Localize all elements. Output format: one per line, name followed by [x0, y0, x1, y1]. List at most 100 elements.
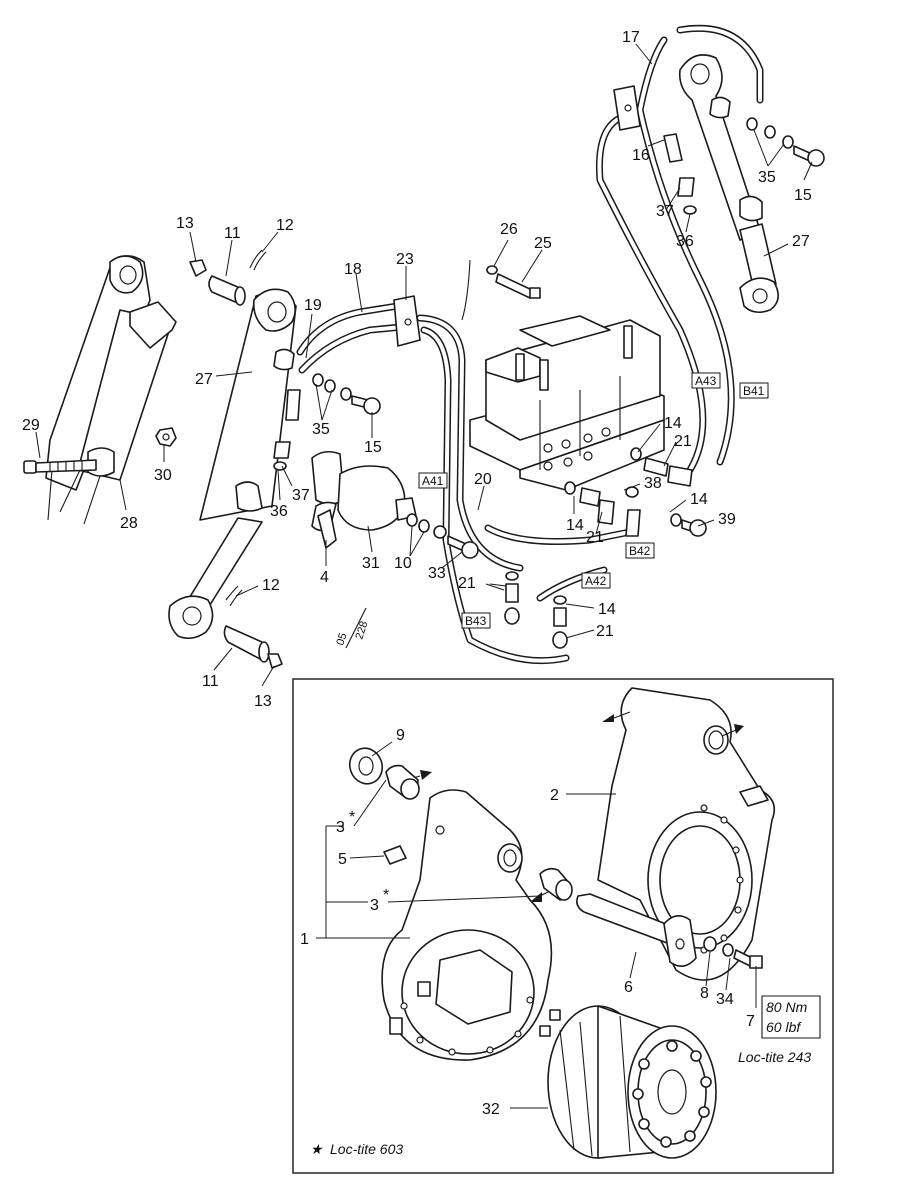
label-11: 11 — [224, 225, 241, 242]
note-loctite-243: Loc-tite 243 — [738, 1049, 811, 1065]
label-25: 25 — [534, 235, 552, 252]
svg-text:A41: A41 — [422, 474, 444, 488]
label-12: 12 — [276, 217, 294, 234]
label-10: 10 — [394, 555, 412, 572]
label-23: 23 — [396, 251, 414, 268]
inset-frame — [292, 678, 834, 1174]
label-14: 14 — [664, 415, 682, 432]
washer-9 — [348, 747, 384, 785]
grease-screw-5 — [383, 845, 407, 865]
arm-1 — [381, 789, 553, 1061]
bolt-13-bottom — [267, 653, 283, 669]
fasteners-8-34-7 — [703, 936, 763, 969]
label-27: 27 — [792, 233, 810, 250]
label-14: 14 — [566, 517, 584, 534]
label-28: 28 — [120, 515, 138, 532]
svg-text:05: 05 — [334, 632, 349, 647]
svg-text:A42: A42 — [585, 574, 607, 588]
label-8: 8 — [700, 985, 709, 1002]
label-21: 21 — [674, 433, 692, 450]
label-38: 38 — [644, 475, 662, 492]
label-21: 21 — [586, 529, 604, 546]
label-16: 16 — [632, 147, 650, 164]
hydraulic-cylinder-center — [168, 288, 297, 640]
label-37: 37 — [656, 203, 674, 220]
label-20: 20 — [474, 471, 492, 488]
label-1: 1 — [300, 931, 309, 948]
note-loctite-603-star: ★ — [310, 1141, 324, 1157]
label-34: 34 — [716, 991, 734, 1008]
torque-nm: 80 Nm — [766, 999, 808, 1015]
label-14: 14 — [690, 491, 708, 508]
torque-lbf: 60 lbf — [766, 1019, 802, 1035]
pin-6 — [576, 893, 697, 967]
label-11: 11 — [202, 673, 219, 690]
svg-text:B41: B41 — [743, 384, 765, 398]
bolt-13-top — [189, 259, 207, 277]
label-29: 29 — [22, 417, 40, 434]
label-37: 37 — [292, 487, 310, 504]
bushing-3-upper — [385, 764, 420, 800]
hydraulic-hoses — [296, 24, 764, 665]
note-loctite-603: Loc-tite 603 — [330, 1141, 403, 1157]
label-35: 35 — [312, 421, 330, 438]
label-27: 27 — [195, 371, 213, 388]
hose-clamp-23 — [393, 295, 421, 347]
hydraulic-cylinder-top-right — [613, 54, 779, 314]
port-tag-a43: A43 — [691, 372, 721, 389]
pin-11-bottom — [223, 625, 270, 663]
label-7: 7 — [746, 1013, 755, 1030]
port-tag-b42: B42 — [625, 542, 655, 559]
label-33: 33 — [428, 565, 446, 582]
svg-text:B42: B42 — [629, 544, 651, 558]
label-15: 15 — [364, 439, 382, 456]
label-17: 17 — [622, 29, 640, 46]
label-26: 26 — [500, 221, 518, 238]
star-3b: * — [383, 887, 389, 904]
label-6: 6 — [624, 979, 633, 996]
pin-11-top — [208, 275, 246, 306]
label-31: 31 — [362, 555, 380, 572]
label-9: 9 — [396, 727, 405, 744]
cotter-pin-12-bottom — [225, 585, 243, 607]
label-3: 3 — [336, 819, 345, 836]
svg-text:B43: B43 — [465, 614, 487, 628]
label-39: 39 — [718, 511, 736, 528]
label-4: 4 — [320, 569, 329, 586]
cotter-pin-12-top — [249, 249, 267, 271]
label-18: 18 — [344, 261, 362, 278]
leader-lines-top — [35, 43, 813, 687]
label-12: 12 — [262, 577, 280, 594]
torque-spec-box: 80 Nm 60 lbf — [755, 966, 821, 1039]
hydraulic-cylinder-left — [45, 255, 177, 525]
bushing-3-lower — [539, 867, 573, 901]
part-numbers-top: 13 11 12 27 18 19 23 26 25 35 15 29 30 2… — [22, 29, 812, 710]
port-tag-a42: A42 — [581, 572, 611, 589]
label-14: 14 — [598, 601, 616, 618]
label-2: 2 — [550, 787, 559, 804]
port-tag-b43: B43 — [461, 612, 491, 629]
part-numbers-inset: 9 2 3 * 5 3 * 1 6 8 34 7 32 — [300, 727, 755, 1118]
label-36: 36 — [270, 503, 288, 520]
label-13: 13 — [254, 693, 272, 710]
label-5: 5 — [338, 851, 347, 868]
label-32: 32 — [482, 1101, 500, 1118]
label-15: 15 — [794, 187, 812, 204]
nut-30 — [155, 427, 177, 447]
label-30: 30 — [154, 467, 172, 484]
figure-reference: 05 228 — [334, 607, 371, 649]
arm-2 — [597, 687, 776, 981]
label-3: 3 — [370, 897, 379, 914]
label-21: 21 — [596, 623, 614, 640]
label-35: 35 — [758, 169, 776, 186]
label-13: 13 — [176, 215, 194, 232]
leader-lines-inset — [316, 741, 731, 1109]
svg-text:A43: A43 — [695, 374, 717, 388]
control-valve-block — [469, 315, 665, 491]
label-19: 19 — [304, 297, 322, 314]
port-tag-b41: B41 — [739, 382, 769, 399]
star-3a: * — [349, 809, 355, 826]
bolt-29 — [23, 459, 97, 474]
svg-text:228: 228 — [353, 620, 370, 641]
